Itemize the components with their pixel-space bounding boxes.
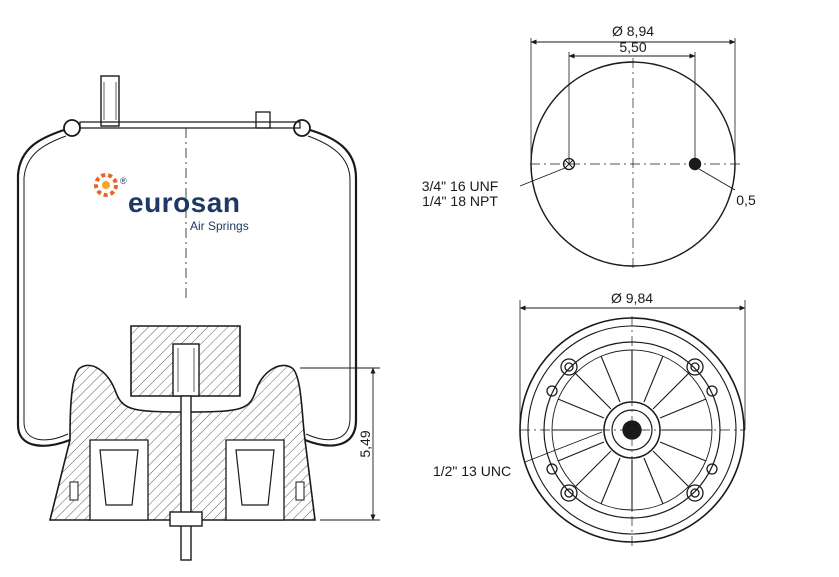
stud-thread-label: 1/2" 13 UNC <box>433 463 511 479</box>
registered-mark: ® <box>120 176 127 186</box>
top-outer-diameter-label: Ø 8,94 <box>612 23 654 39</box>
logo-gear-icon <box>94 173 118 197</box>
port-thread-label-2: 1/4" 18 NPT <box>422 193 498 209</box>
bottom-outer-diameter-label: Ø 9,84 <box>611 290 653 306</box>
bottom-view <box>519 300 746 550</box>
right-crimp <box>293 119 311 137</box>
bottom-nut <box>169 511 203 527</box>
side-view <box>16 75 380 561</box>
top-view <box>519 38 740 270</box>
brand-tagline: Air Springs <box>190 219 249 233</box>
air-port <box>562 157 576 171</box>
height-dimension-label: 5,49 <box>357 430 373 457</box>
top-stud <box>100 75 120 127</box>
brand-name: eurosan <box>128 187 240 218</box>
height-dimension <box>300 367 380 521</box>
bellows-inner <box>23 135 351 441</box>
stud-size-label: 0,5 <box>736 192 756 208</box>
mounting-lugs <box>546 358 718 502</box>
piston-outer-ring <box>519 317 745 543</box>
brand-logo: ® eurosan Air Springs <box>94 173 249 233</box>
top-plate <box>79 121 301 129</box>
piston-ribs <box>552 350 712 510</box>
center-stud-hole <box>622 420 642 440</box>
bolt-spacing-label: 5,50 <box>619 39 646 55</box>
mount-stud <box>688 157 702 171</box>
bellows-outer <box>16 128 358 447</box>
left-crimp <box>63 119 81 137</box>
center-hub <box>603 401 661 459</box>
center-nut <box>172 343 200 397</box>
air-fitting <box>255 111 271 129</box>
center-bolt <box>180 395 192 561</box>
port-thread-label-1: 3/4" 16 UNF <box>422 178 499 194</box>
